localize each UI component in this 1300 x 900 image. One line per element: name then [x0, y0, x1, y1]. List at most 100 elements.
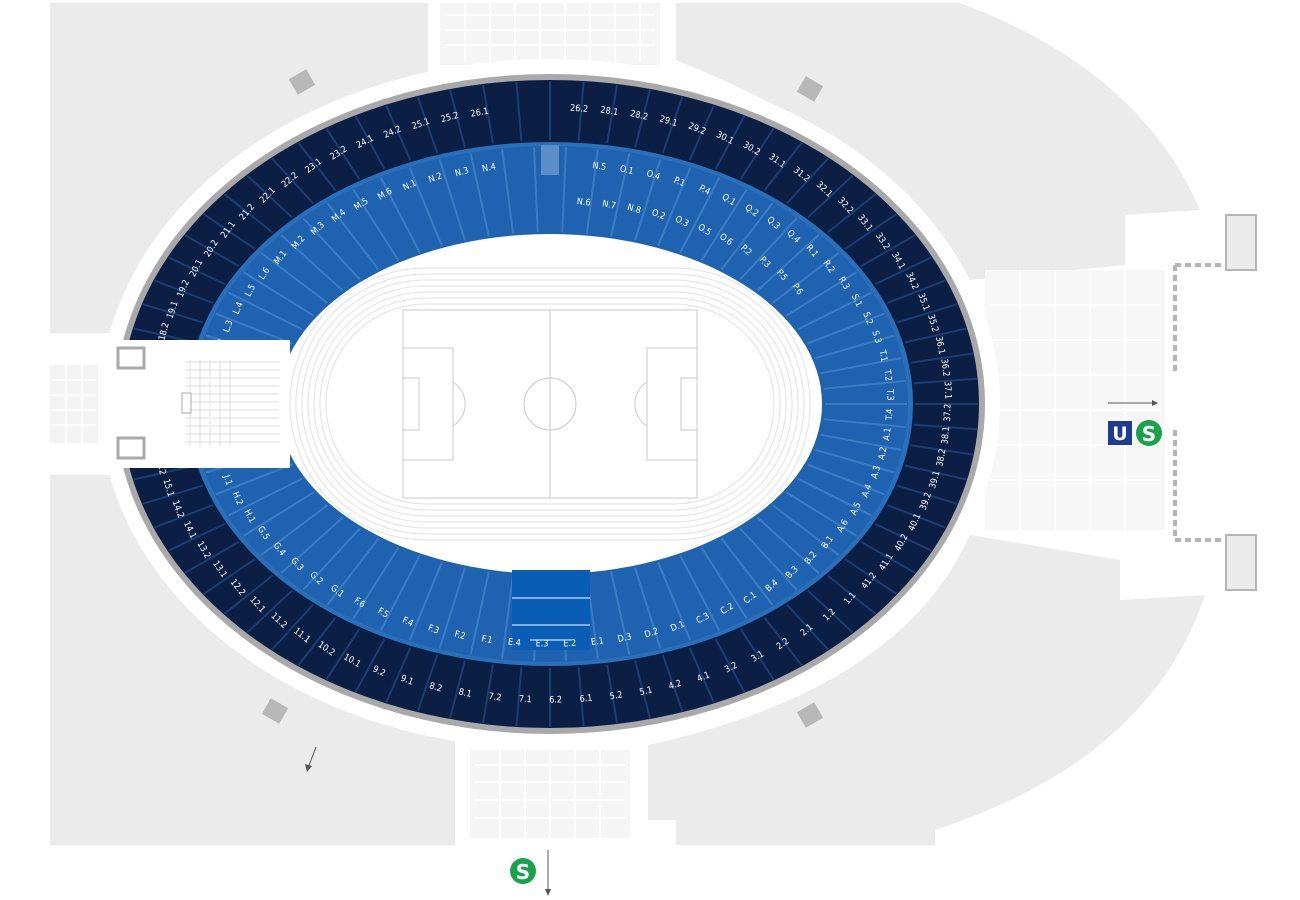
lower-section-N-3[interactable]: N.3: [454, 166, 470, 179]
section-divider: [820, 357, 902, 375]
lower-section-N-5[interactable]: N.5: [592, 161, 607, 173]
upper-section-6-1[interactable]: 6.1: [579, 694, 593, 705]
transit-east[interactable]: U S: [1108, 400, 1162, 446]
inner-section-N-8[interactable]: N.8: [626, 203, 642, 216]
upper-section-4-1[interactable]: 4.1: [696, 670, 712, 684]
lower-section-H-2[interactable]: H.2: [230, 491, 245, 507]
lower-section-D-3[interactable]: D.3: [617, 632, 633, 645]
lower-section-J-1[interactable]: J.1: [220, 473, 233, 487]
upper-section-26-2[interactable]: 26.2: [570, 104, 589, 115]
lower-section-E-1[interactable]: E.1: [590, 636, 604, 648]
lower-section-T-1[interactable]: T.1: [876, 348, 888, 362]
section-divider: [700, 546, 748, 620]
lower-section-J-2[interactable]: J.2: [213, 455, 225, 468]
lower-section-K-1[interactable]: K.1: [208, 435, 220, 449]
section-divider: [756, 234, 820, 292]
lower-section-T-3[interactable]: T.3: [884, 388, 894, 401]
lower-section-T-2[interactable]: T.2: [881, 368, 892, 382]
upper-section-28-1[interactable]: 28.1: [600, 106, 619, 119]
lower-section-K-4[interactable]: K.4: [206, 377, 217, 391]
lower-section-P-1[interactable]: P.1: [672, 176, 686, 190]
s-bahn-icon-east[interactable]: [1136, 420, 1162, 446]
upper-section-8-1[interactable]: 8.1: [458, 687, 473, 700]
upper-section-15-1[interactable]: 15.1: [160, 478, 175, 498]
upper-section-16-2[interactable]: 16.2: [147, 412, 158, 431]
upper-section-38-2[interactable]: 38.2: [935, 448, 948, 468]
upper-section-17-2[interactable]: 17.2: [148, 367, 160, 386]
lower-section-F-2[interactable]: F.2: [453, 630, 466, 643]
section-divider: [860, 234, 916, 267]
lower-section-F-4[interactable]: F.4: [401, 616, 415, 630]
section-divider: [814, 334, 895, 360]
upper-section-7-1[interactable]: 7.1: [519, 695, 532, 706]
upper-section-36-1[interactable]: 36.1: [933, 336, 946, 356]
lower-section-S-3[interactable]: S.3: [869, 330, 882, 345]
lower-section-N-2[interactable]: N.2: [427, 171, 443, 185]
lower-section-L-3[interactable]: L.3: [222, 319, 235, 334]
upper-section-28-2[interactable]: 28.2: [629, 109, 649, 123]
upper-section-38-1[interactable]: 38.1: [940, 426, 952, 445]
lower-section-K-3[interactable]: K.3: [205, 397, 215, 410]
lower-section-L-1[interactable]: L.1: [209, 358, 221, 372]
lower-section-S-2[interactable]: S.2: [860, 311, 874, 327]
section-divider: [763, 142, 803, 192]
upper-section-6-2[interactable]: 6.2: [549, 695, 562, 705]
lower-section-A-1[interactable]: A.1: [882, 427, 894, 441]
inner-section-O-2[interactable]: O.2: [650, 208, 666, 222]
lower-section-F-1[interactable]: F.1: [481, 634, 494, 646]
section-divider: [325, 128, 361, 180]
lower-section-A-3[interactable]: A.3: [870, 465, 883, 480]
upper-section-5-2[interactable]: 5.2: [609, 690, 623, 702]
upper-section-37-1[interactable]: 37.1: [942, 381, 953, 399]
upper-section-18-1[interactable]: 18.1: [152, 344, 165, 363]
marathon-gate-left-tower: [116, 346, 146, 370]
u-bahn-icon[interactable]: [1108, 421, 1132, 445]
lower-section-E-4[interactable]: E.4: [507, 638, 521, 649]
lower-section-D-2[interactable]: D.2: [643, 627, 659, 641]
upper-section-5-1[interactable]: 5.1: [639, 685, 654, 698]
upper-section-25-2[interactable]: 25.2: [440, 111, 460, 125]
transit-south[interactable]: S: [510, 850, 551, 896]
inner-section-N-6[interactable]: N.6: [576, 197, 591, 208]
goal-area-west: [402, 377, 420, 431]
upper-section-18-2[interactable]: 18.2: [158, 322, 172, 342]
pavilion-se: [796, 702, 824, 728]
lower-section-E-3[interactable]: E.3: [536, 639, 549, 649]
ground-area-southeast: [648, 535, 1205, 845]
section-divider: [688, 647, 715, 703]
section-divider: [577, 81, 585, 141]
lower-section-E-2[interactable]: E.2: [563, 639, 576, 650]
upper-section-17-1[interactable]: 17.1: [147, 389, 157, 407]
upper-section-39-1[interactable]: 39.1: [928, 470, 942, 490]
upper-section-35-2[interactable]: 35.2: [925, 313, 940, 333]
upper-section-36-2[interactable]: 36.2: [938, 358, 950, 377]
section-divider: [154, 504, 214, 529]
lower-section-O-1[interactable]: O.1: [619, 164, 635, 177]
section-divider: [606, 84, 618, 144]
lower-section-K-2[interactable]: K.2: [205, 416, 216, 430]
upper-section-9-2[interactable]: 9.2: [371, 664, 387, 679]
lower-section-F-5[interactable]: F.5: [376, 606, 390, 620]
lower-section-P-4[interactable]: P.4: [697, 184, 712, 198]
inner-section-N-7[interactable]: N.7: [601, 199, 616, 212]
lower-section-A-4[interactable]: A.4: [860, 483, 874, 499]
lower-section-D-1[interactable]: D.1: [669, 620, 686, 635]
lower-section-T-4[interactable]: T.4: [885, 409, 896, 422]
upper-section-16-1[interactable]: 16.1: [149, 434, 161, 453]
lower-section-F-3[interactable]: F.3: [426, 623, 440, 636]
s-bahn-icon-south[interactable]: [510, 858, 536, 884]
section-divider: [763, 616, 803, 666]
lower-section-L-4[interactable]: L.4: [232, 301, 246, 316]
upper-section-15-2[interactable]: 15.2: [154, 456, 168, 476]
upper-section-4-2[interactable]: 4.2: [668, 679, 683, 693]
lower-section-A-2[interactable]: A.2: [877, 446, 889, 461]
lower-section-L-2[interactable]: L.2: [215, 338, 228, 352]
upper-section-37-2[interactable]: 37.2: [943, 404, 954, 422]
upper-section-8-2[interactable]: 8.2: [428, 681, 443, 694]
upper-section-7-2[interactable]: 7.2: [488, 692, 502, 704]
lower-section-O-4[interactable]: O.4: [645, 169, 661, 183]
lower-section-N-4[interactable]: N.4: [481, 162, 496, 174]
ground-area-northeast: [676, 3, 1200, 280]
upper-section-26-1[interactable]: 26.1: [470, 107, 490, 120]
upper-section-9-1[interactable]: 9.1: [399, 674, 415, 688]
